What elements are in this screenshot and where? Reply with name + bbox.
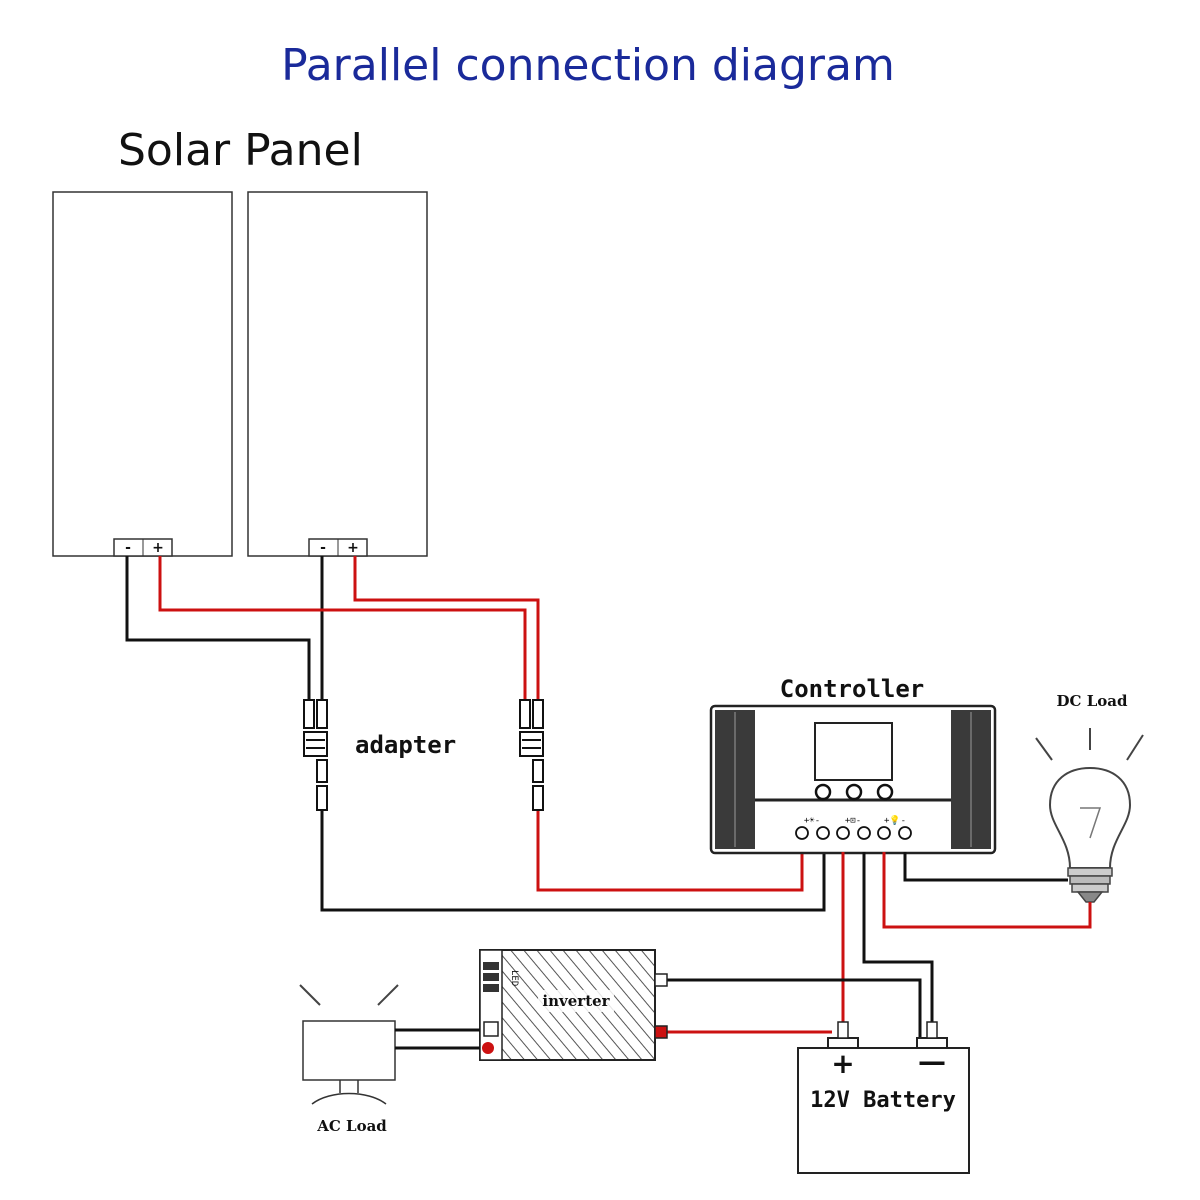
- panel-1-positive-wire: [158, 556, 527, 700]
- load-negative-wire: [903, 852, 1068, 882]
- solar-panel-1: - +: [52, 191, 233, 557]
- solar-panel-2: - +: [247, 191, 428, 557]
- controller-port-label-load: +💡-: [884, 814, 906, 826]
- panel-1-negative-wire: [125, 556, 311, 700]
- controller-display: [814, 722, 893, 781]
- controller-label: Controller: [780, 675, 925, 703]
- panel-1-positive-terminal: +: [152, 540, 164, 556]
- positive-bus-to-controller: [536, 810, 804, 892]
- ac-load-label: AC Load: [316, 1117, 387, 1135]
- ac-load-monitor-icon: [299, 984, 399, 1105]
- controller-port-label-battery: +⊡-: [845, 816, 861, 826]
- controller-port-battery-positive: [836, 826, 850, 840]
- battery-negative-wire: [862, 852, 934, 1040]
- controller-port-battery-negative: [857, 826, 871, 840]
- inverter-led-label: LED: [509, 970, 519, 986]
- inverter-outlet: [483, 1021, 499, 1037]
- battery-label: 12V Battery: [810, 1088, 956, 1113]
- panel-wiring: [125, 556, 826, 912]
- controller-output-wiring: [655, 852, 1092, 1040]
- load-positive-wire: [882, 852, 1092, 929]
- solar-panel-heading: Solar Panel: [118, 125, 363, 176]
- inverter: LED inverter: [479, 949, 668, 1061]
- negative-adapter-connector: [303, 699, 328, 811]
- controller-button-3: [876, 783, 894, 801]
- controller-port-load-positive: [877, 826, 891, 840]
- battery-12v: + — 12V Battery: [797, 1021, 970, 1174]
- inverter-label: inverter: [542, 992, 610, 1010]
- adapter-label: adapter: [355, 731, 456, 759]
- panel-2-positive-terminal: +: [347, 540, 359, 556]
- charge-controller: +☀- +⊡- +💡-: [709, 704, 997, 855]
- light-bulb-icon: [1035, 728, 1144, 903]
- panel-1-negative-terminal: -: [125, 540, 131, 556]
- inverter-power-indicator: [482, 1042, 494, 1054]
- positive-adapter-connector: [519, 699, 544, 811]
- controller-button-2: [845, 783, 863, 801]
- controller-port-load-negative: [898, 826, 912, 840]
- controller-port-solar-positive: [795, 826, 809, 840]
- diagram-title: Parallel connection diagram: [281, 40, 895, 91]
- battery-positive-symbol: +: [831, 1047, 854, 1080]
- panel-2-positive-wire: [353, 556, 540, 700]
- panel-2-negative-terminal: -: [320, 540, 326, 556]
- negative-bus-to-controller: [320, 810, 826, 912]
- controller-button-1: [814, 783, 832, 801]
- inverter-negative-wire: [655, 978, 922, 1040]
- controller-port-solar-negative: [816, 826, 830, 840]
- battery-negative-symbol: —: [918, 1045, 946, 1078]
- dc-load-label: DC Load: [1057, 692, 1128, 710]
- controller-port-label-solar: +☀-: [804, 816, 820, 826]
